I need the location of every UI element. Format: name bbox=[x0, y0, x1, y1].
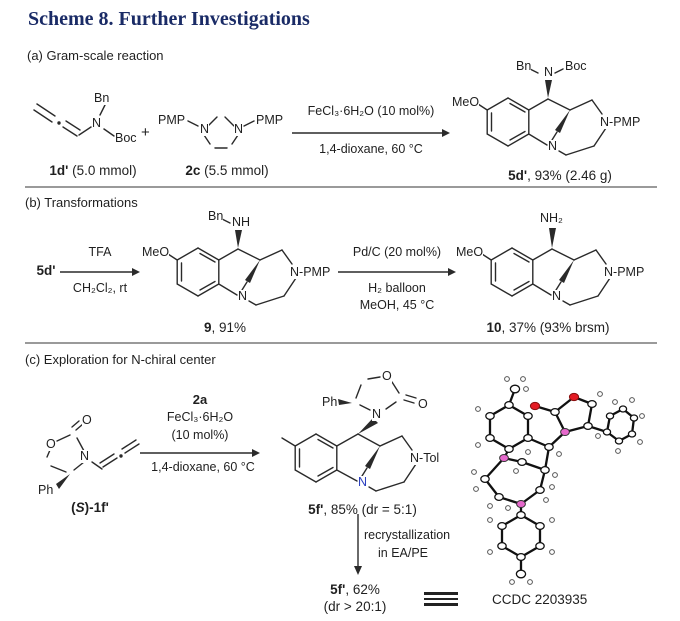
atom-label-n-top: N bbox=[372, 407, 382, 421]
reaction-arrow-a bbox=[292, 129, 450, 137]
atom-label-n-ring: N bbox=[238, 289, 248, 303]
reaction-arrow-b1 bbox=[60, 268, 140, 276]
section-b-header: (b) Transformations bbox=[25, 195, 138, 210]
reactant-5d-label: 5d' bbox=[36, 263, 56, 278]
nitrogen-atom bbox=[499, 454, 509, 462]
plus-sign: + bbox=[141, 124, 150, 141]
arrow-c-above2: FeCl₃·6H₂O bbox=[166, 410, 234, 424]
nitrogen-atom bbox=[560, 428, 570, 436]
atom-label-pmp-left: PMP bbox=[158, 113, 186, 127]
structure-10-product: MeO NH₂ N N-PMP bbox=[456, 210, 670, 318]
atom-label-meo: MeO bbox=[142, 245, 170, 259]
caption-5f: 5f', 85% (dr = 5:1) bbox=[308, 502, 417, 517]
atom-label-nh2: NH₂ bbox=[540, 211, 563, 225]
atom-label-n-pmp: N-PMP bbox=[604, 265, 645, 279]
atom-label-bn: Bn bbox=[516, 59, 532, 73]
section-a-header: (a) Gram-scale reaction bbox=[27, 48, 164, 63]
atom-label-ph: Ph bbox=[322, 395, 338, 409]
atom-label-boc: Boc bbox=[565, 59, 587, 73]
atom-label-pmp-right: PMP bbox=[256, 113, 284, 127]
arrow-c-reagent-2a: 2a bbox=[192, 392, 208, 407]
arrow-a-conditions-below: 1,4-dioxane, 60 °C bbox=[319, 142, 423, 156]
structure-2c-skeleton bbox=[187, 116, 255, 149]
atom-label-o-ring: O bbox=[46, 437, 56, 451]
ortep-crystal-structure bbox=[460, 372, 645, 587]
arrow-b1-above: TFA bbox=[88, 245, 112, 259]
structure-5d-skeleton bbox=[477, 68, 607, 156]
section-divider-2 bbox=[25, 342, 657, 344]
section-divider-1 bbox=[25, 186, 657, 188]
recrystallization-arrow bbox=[354, 514, 362, 575]
arrow-b2-above: Pd/C (20 mol%) bbox=[352, 245, 442, 259]
ccdc-label: CCDC 2203935 bbox=[492, 592, 588, 607]
arrow-c-below: 1,4-dioxane, 60 °C bbox=[151, 460, 255, 474]
scheme-title: Scheme 8. Further Investigations bbox=[28, 8, 310, 30]
arrow-a-conditions-above: FeCl₃·6H₂O (10 mol%) bbox=[307, 104, 435, 118]
atom-label-n-top: N bbox=[544, 65, 554, 79]
reaction-arrow-c bbox=[140, 449, 260, 457]
atom-label-n-ring: N bbox=[548, 139, 558, 153]
caption-1f: (S)-1f' bbox=[71, 500, 109, 515]
atom-label-meo: MeO bbox=[452, 95, 480, 109]
oxygen-atom bbox=[568, 392, 580, 402]
caption-1d: 1d' (5.0 mmol) bbox=[49, 163, 137, 178]
structure-1f-oxazolidinone: O O N Ph bbox=[30, 412, 156, 504]
structure-5f-skeleton bbox=[281, 376, 417, 492]
result-5f-line1: 5f', 62% bbox=[330, 582, 380, 597]
identity-symbol bbox=[424, 592, 458, 609]
arrow-b1-below: CH₂Cl₂, rt bbox=[72, 281, 128, 295]
atom-label-meo: MeO bbox=[456, 245, 484, 259]
atom-label-nh: NH bbox=[232, 215, 251, 229]
structure-2c-aminal: PMP N N PMP bbox=[158, 102, 296, 160]
reaction-arrow-b2 bbox=[338, 268, 456, 276]
arrow-c-above3: (10 mol%) bbox=[171, 428, 229, 442]
structure-9-product: MeO Bn NH N N-PMP bbox=[142, 210, 356, 318]
nitrogen-atom bbox=[516, 500, 526, 508]
atom-label-n-ring: N bbox=[358, 475, 368, 489]
atom-label-n-tol: N-Tol bbox=[410, 451, 440, 465]
atom-label-bn: Bn bbox=[208, 209, 224, 223]
structure-9-skeleton bbox=[167, 218, 297, 306]
caption-5d: 5d', 93% (2.46 g) bbox=[508, 168, 612, 183]
recryst-text-line1: recrystallization bbox=[364, 528, 451, 542]
atom-label-n-left: N bbox=[200, 122, 210, 136]
structure-1f-skeleton bbox=[46, 420, 140, 489]
result-5f-line2: (dr > 20:1) bbox=[323, 599, 387, 614]
atom-label-n-pmp: N-PMP bbox=[600, 115, 641, 129]
caption-10: 10, 37% (93% brsm) bbox=[486, 320, 610, 335]
atom-label-n-pmp: N-PMP bbox=[290, 265, 331, 279]
atom-label-boc: Boc bbox=[115, 131, 137, 145]
structure-10-skeleton bbox=[481, 228, 611, 306]
atom-label-n-right: N bbox=[234, 122, 244, 136]
atom-label-n-ring: N bbox=[552, 289, 562, 303]
atom-label-ph: Ph bbox=[38, 483, 54, 497]
atom-label-o-carbonyl: O bbox=[82, 413, 92, 427]
section-c-header: (c) Exploration for N-chiral center bbox=[25, 352, 216, 367]
arrow-b2-below1: H₂ balloon bbox=[368, 281, 426, 295]
structure-1d-skeleton bbox=[33, 103, 115, 137]
caption-2c: 2c (5.5 mmol) bbox=[185, 163, 269, 178]
atom-label-o-ring: O bbox=[382, 369, 392, 383]
recryst-text-line2: in EA/PE bbox=[378, 546, 429, 560]
structure-5d-product: MeO Bn N Boc N N-PMP bbox=[452, 60, 666, 168]
structure-1d-allene: Bn N Boc bbox=[28, 90, 156, 162]
arrow-b2-below2: MeOH, 45 °C bbox=[359, 298, 435, 312]
atom-label-bn: Bn bbox=[94, 91, 110, 105]
ortep-drawing bbox=[471, 376, 645, 585]
oxygen-atom bbox=[529, 401, 541, 411]
caption-9: 9, 91% bbox=[203, 320, 247, 335]
structure-5f-product: O O N Ph N N-Tol bbox=[266, 368, 484, 500]
atom-label-n: N bbox=[80, 449, 90, 463]
atom-label-n: N bbox=[92, 116, 102, 130]
atom-label-o-carbonyl: O bbox=[418, 397, 428, 411]
